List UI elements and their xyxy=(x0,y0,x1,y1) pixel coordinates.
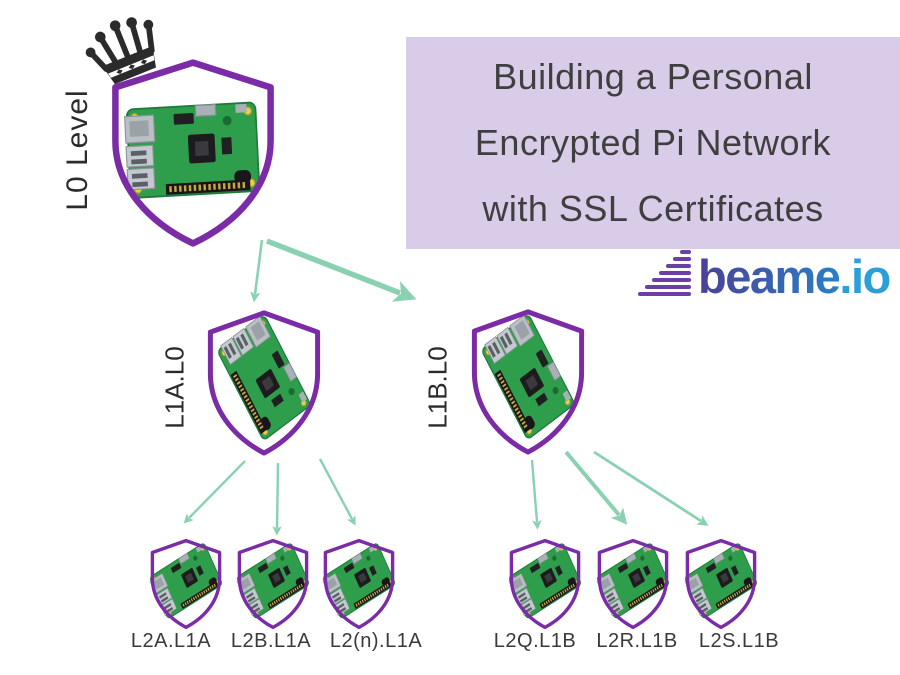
node-l1a xyxy=(197,307,331,459)
raspberry-pi-icon xyxy=(593,540,672,622)
label-l1b: L1B.L0 xyxy=(422,346,453,429)
label-l2a: L2A.L1A xyxy=(130,630,212,652)
raspberry-pi-icon xyxy=(505,540,584,622)
beame-logo-name: beame xyxy=(698,250,841,303)
label-l2r: L2R.L1B xyxy=(596,630,678,652)
label-l2s: L2S.L1B xyxy=(698,630,780,652)
node-l2a xyxy=(144,537,228,631)
arrow-l1b-to-l2q xyxy=(530,459,542,530)
node-l2b xyxy=(231,537,315,631)
node-l1b xyxy=(461,306,595,458)
shield-icon xyxy=(319,539,398,629)
beame-logo-mark-icon xyxy=(638,249,691,296)
label-l0-level: L0 Level xyxy=(61,89,94,211)
crown-icon xyxy=(85,17,156,85)
shield-icon xyxy=(593,539,672,629)
arrow-l1a-to-l2b xyxy=(272,462,282,536)
raspberry-pi-icon xyxy=(681,540,760,622)
label-l2n: L2(n).L1A xyxy=(329,630,423,652)
title-line-1: Building a Personal xyxy=(493,56,813,97)
title-line-2: Encrypted Pi Network xyxy=(474,122,832,163)
shield-icon xyxy=(681,539,760,629)
raspberry-pi-icon xyxy=(319,540,398,622)
arrow-l1b-to-l2r xyxy=(564,450,628,525)
label-l2q: L2Q.L1B xyxy=(493,630,577,652)
title-line-3: with SSL Certificates xyxy=(482,188,824,229)
raspberry-pi-icon xyxy=(216,313,311,440)
shield-icon xyxy=(233,539,312,629)
beame-logo-text: beame.io xyxy=(698,253,891,300)
raspberry-pi-icon xyxy=(124,102,259,198)
title-box: Building a Personal Encrypted Pi Network… xyxy=(406,37,900,249)
beame-logo-tld: .io xyxy=(839,250,891,303)
shield-icon xyxy=(505,539,584,629)
beame-logo: beame.io xyxy=(638,248,891,300)
node-l2s xyxy=(679,537,763,631)
node-l2n xyxy=(317,537,401,631)
label-l1a: L1A.L0 xyxy=(159,346,190,429)
label-l2b: L2B.L1A xyxy=(230,630,312,652)
shield-icon xyxy=(146,539,225,629)
raspberry-pi-icon xyxy=(233,540,312,622)
raspberry-pi-icon xyxy=(480,312,575,439)
node-l2r xyxy=(591,537,675,631)
arrow-l1a-to-l2a xyxy=(183,460,246,524)
raspberry-pi-icon xyxy=(146,540,225,622)
shield-icon xyxy=(461,306,595,458)
arrow-l1a-to-l2n xyxy=(318,458,356,526)
arrow-l1b-to-l2s xyxy=(593,450,709,526)
shield-icon xyxy=(197,307,331,459)
node-l2q xyxy=(503,537,587,631)
